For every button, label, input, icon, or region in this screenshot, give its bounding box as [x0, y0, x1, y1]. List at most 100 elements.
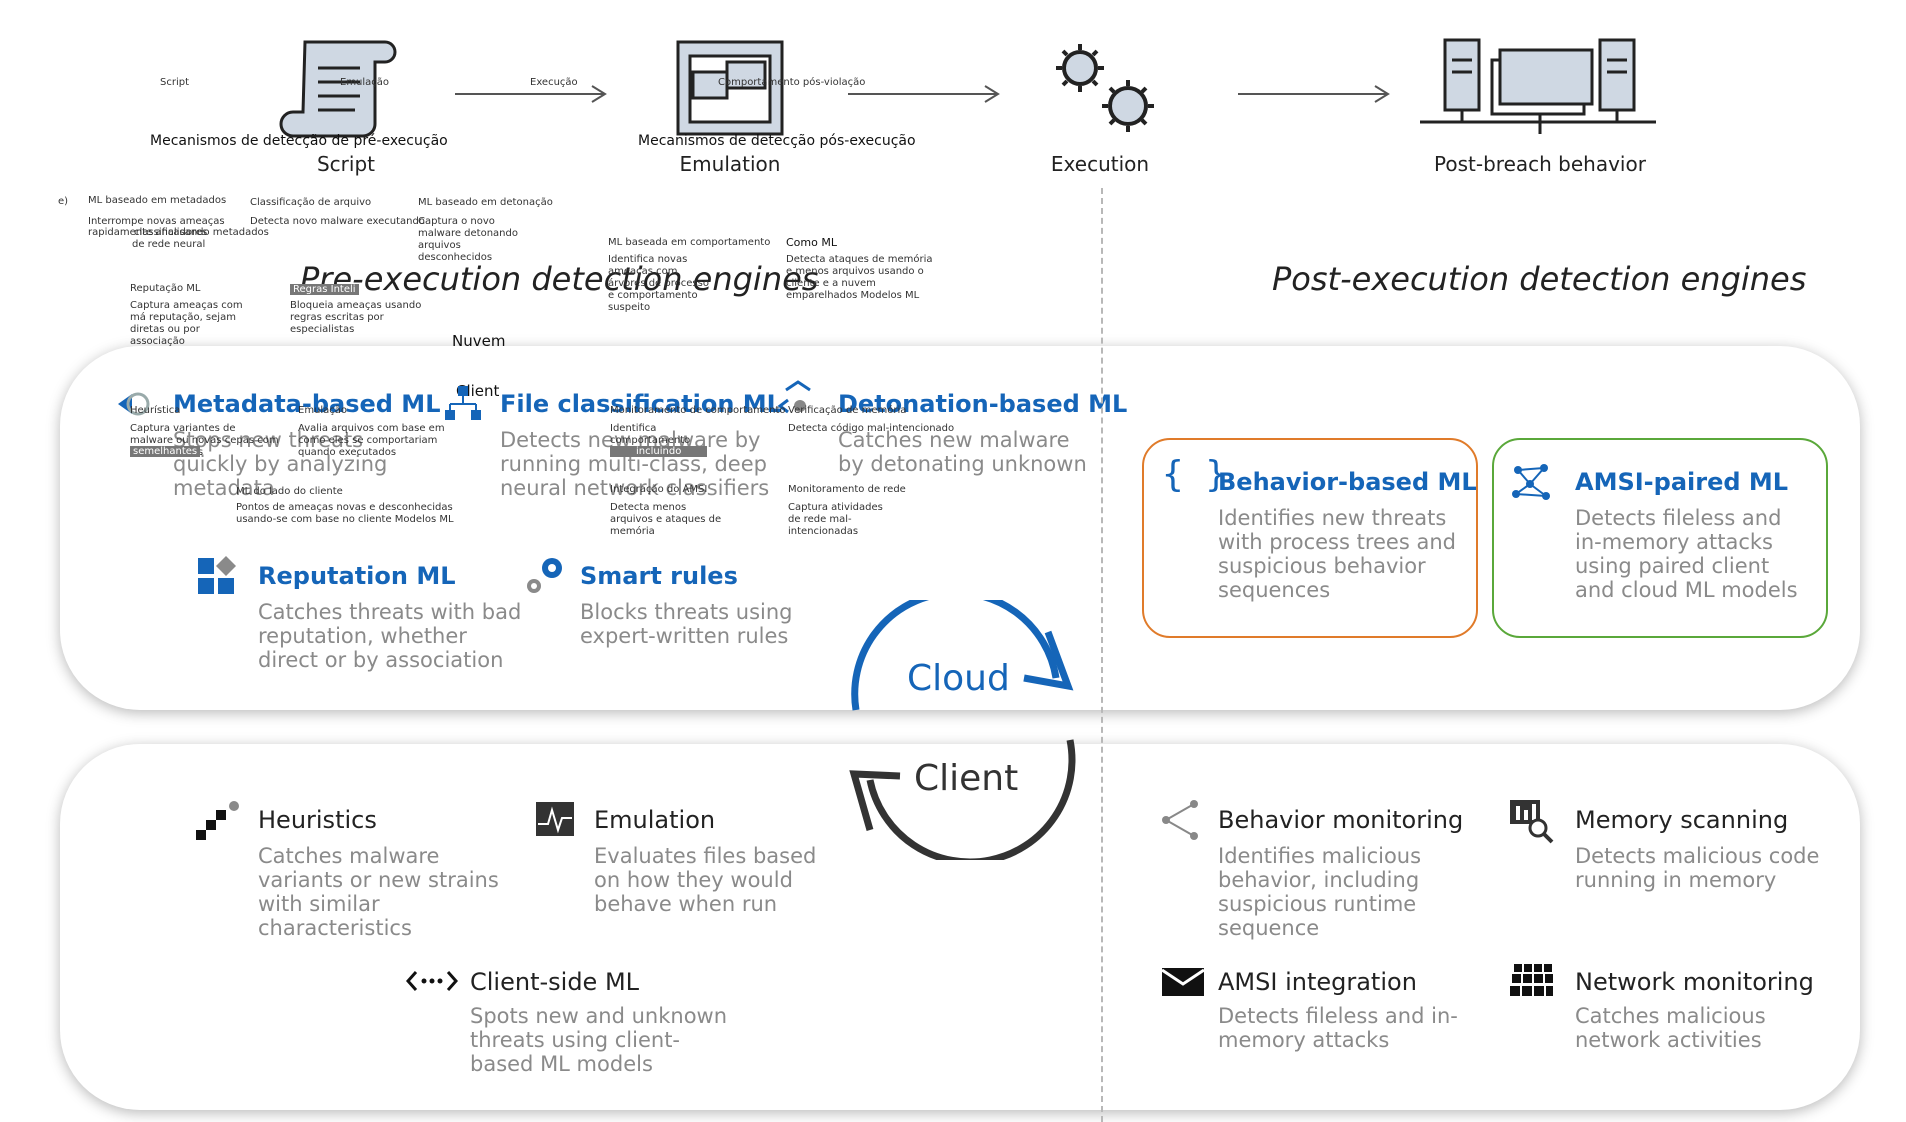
overlay-verificacao-desc: Detecta código mal-intencionado: [788, 423, 955, 434]
share-icon: [1162, 800, 1198, 840]
smart-rules-title: Smart rules: [580, 562, 738, 590]
overlay-ml-metadados: ML baseado em metadados: [88, 195, 227, 206]
stage-post-breach-label: Post-breach behavior: [1434, 152, 1646, 176]
stage-arrows: [455, 85, 1390, 103]
heuristics-desc: Catches malware variants or new strains …: [258, 844, 499, 940]
cycle-client-label: Client: [914, 758, 1019, 799]
heuristics-icon: [196, 801, 239, 840]
detonation-title: Detonation-based ML: [838, 390, 1128, 418]
overlay-regras-desc: Bloqueia ameaças usando regras escritas …: [290, 300, 422, 335]
overlay-pre-exec-mech: Mecanismos de detecção de pré-execução: [150, 133, 448, 149]
post-execution-title: Post-execution detection engines: [1272, 260, 1807, 298]
overlay-incluindo-text: incluindo: [610, 446, 708, 457]
overlay-post-exec-mech: Mecanismos de detecção pós-execução: [638, 133, 916, 149]
network-nodes-icon: [1512, 464, 1550, 500]
amsi-integration-desc: Detects fileless and in-memory attacks: [1218, 1004, 1458, 1052]
overlay-emulacao: Emulação: [298, 405, 348, 416]
network-monitoring-desc: Catches malicious network activities: [1575, 1004, 1766, 1052]
amsi-ml-title: AMSI-paired ML: [1575, 468, 1789, 496]
amsi-ml-card: [1492, 438, 1828, 638]
smart-rules-gears-icon: [527, 558, 562, 593]
overlay-ml-comportamento-desc: Identifica novas ameaças com árvores de …: [608, 254, 709, 313]
overlay-ml-cliente: ML do lado do cliente: [236, 486, 343, 497]
overlay-emulacao-small: Emulação: [340, 77, 390, 88]
script-scroll-icon: [279, 40, 397, 138]
overlay-rede: Monitoramento de rede: [788, 484, 906, 495]
reputation-icon: [198, 556, 236, 594]
emulation-window-icon: [676, 40, 784, 136]
cycle-cloud-label: Cloud: [907, 658, 1010, 699]
metadata-desc: Stops new threats quickly by analyzing m…: [173, 428, 388, 500]
overlay-ml-metadados-desc2: rapidamente analisando metadados: [88, 227, 269, 238]
execution-gears-icon: [1056, 44, 1154, 132]
overlay-incluindo: incluindo: [610, 446, 708, 458]
overlay-classificacao-desc: Detecta novo malware executando: [250, 216, 425, 227]
network-monitoring-title: Network monitoring: [1575, 968, 1814, 996]
overlay-ml-comportamento: ML baseada em comportamento: [608, 237, 771, 248]
overlay-amsi-int-desc: Detecta menos arquivos e ataques de memó…: [610, 502, 722, 537]
overlay-como-ml-desc: Detecta ataques de memória e menos arqui…: [786, 254, 933, 301]
file-classification-icon: [445, 386, 481, 420]
network-grid-icon: [1510, 964, 1553, 996]
braces-icon: { }: [1162, 454, 1228, 495]
overlay-ml-metadados-desc1: Interrompe novas ameaças: [88, 216, 225, 227]
emulation-title: Emulation: [594, 806, 716, 834]
client-ml-title: Client-side ML: [470, 968, 640, 996]
overlay-script-small: Script: [160, 77, 190, 88]
amsi-integration-title: AMSI integration: [1218, 968, 1417, 996]
file-classification-title: File classification ML: [500, 390, 782, 418]
amsi-ml-desc: Detects fileless and in-memory attacks u…: [1575, 506, 1798, 602]
behavior-ml-title: Behavior-based ML: [1218, 468, 1477, 496]
emulation-monitor-icon: [536, 802, 574, 836]
overlay-como-ml: Como ML: [786, 236, 837, 249]
overlay-monitoramento: Monitoramento de comportamento: [610, 405, 786, 416]
pre-post-divider: [1101, 188, 1103, 1122]
overlay-classificadores: classificadores: [134, 227, 208, 238]
reputation-desc: Catches threats with bad reputation, whe…: [258, 600, 522, 672]
stage-emulation-label: Emulation: [679, 152, 781, 176]
overlay-rede-neural: de rede neural: [132, 239, 206, 250]
pre-execution-title: Pre-execution detection engines: [300, 260, 819, 298]
overlay-reputacao: Reputação ML: [130, 283, 201, 294]
overlay-heuristica: Heurística: [130, 405, 181, 416]
post-breach-network-icon: [1420, 38, 1656, 134]
heuristics-title: Heuristics: [258, 806, 377, 834]
overlay-rede-desc: Captura atividades de rede mal-intencion…: [788, 502, 883, 537]
stage-diagram: [279, 38, 1656, 138]
memory-scan-icon: [1510, 800, 1554, 844]
overlay-classificacao: Classificação de arquivo: [250, 197, 372, 208]
overlay-amsi-int: Integração do AMSI: [610, 484, 708, 495]
overlay-emulacao-desc: Avalia arquivos com base em como eles se…: [298, 423, 445, 458]
cloud-client-cycle: [849, 600, 1076, 860]
client-ml-desc: Spots new and unknown threats using clie…: [470, 1004, 728, 1076]
detonation-icon: [777, 380, 811, 414]
emulation-desc: Evaluates files based on how they would …: [594, 844, 817, 916]
memory-scanning-title: Memory scanning: [1575, 806, 1789, 834]
behavior-ml-card: [1142, 438, 1478, 638]
overlay-execucao-arrow: Execução: [530, 77, 578, 88]
overlay-reputacao-desc: Captura ameaças com má reputação, sejam …: [130, 300, 243, 347]
overlay-regras: Regras Inteli: [290, 284, 359, 296]
envelope-icon: [1161, 968, 1205, 996]
overlay-semelhantes-text: semelhantes: [130, 446, 201, 457]
overlay-semelhantes: semelhantes: [130, 446, 201, 458]
code-brackets-icon: [406, 971, 458, 991]
overlay-e: e): [58, 196, 69, 207]
stage-execution-label: Execution: [1050, 152, 1150, 176]
overlay-comportamento: Comportamento pós-violação: [718, 77, 866, 88]
overlay-ml-detonacao: ML baseado em detonação: [418, 197, 553, 208]
smart-rules-desc: Blocks threats using expert-written rule…: [580, 600, 793, 648]
overlay-regras-text: Regras Inteli: [290, 284, 359, 295]
behavior-ml-desc: Identifies new threats with process tree…: [1218, 506, 1456, 602]
behavior-monitoring-desc: Identifies malicious behavior, including…: [1218, 844, 1422, 940]
behavior-monitoring-title: Behavior monitoring: [1218, 806, 1464, 834]
overlay-verificacao: Verificação de memória: [788, 405, 907, 416]
overlay-ml-detonacao-desc: Captura o novo malware detonando arquivo…: [418, 216, 518, 263]
overlay-ml-cliente-desc: Pontos de ameaças novas e desconhecidas …: [236, 502, 454, 525]
metadata-icon: [118, 392, 150, 416]
file-classification-desc: Detects new malware by running multi-cla…: [500, 428, 770, 500]
metadata-title: Metadata-based ML: [173, 390, 441, 418]
client-panel: [60, 744, 1860, 1110]
detonation-desc: Catches new malware by detonating unknow…: [838, 428, 1087, 476]
overlay-nuvem: Nuvem: [452, 332, 506, 350]
